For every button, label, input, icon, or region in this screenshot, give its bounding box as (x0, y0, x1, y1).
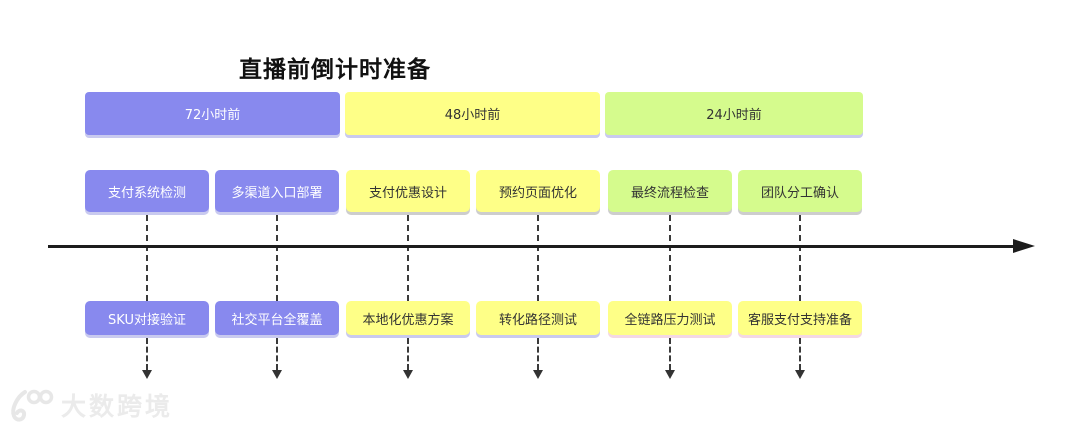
connector-dashed-line (799, 215, 801, 301)
task-box-top: 支付优惠设计 (346, 170, 470, 212)
task-box-bottom: SKU对接验证 (85, 301, 209, 335)
phase-bar: 72小时前 (85, 92, 340, 135)
connector-dashed-line (146, 215, 148, 301)
task-box-top: 最终流程检查 (608, 170, 732, 212)
connector-dashed-line (799, 338, 801, 370)
phase-bar: 48小时前 (345, 92, 600, 135)
connector-dashed-line (407, 338, 409, 370)
task-box-top: 多渠道入口部署 (215, 170, 339, 212)
page-title: 直播前倒计时准备 (239, 57, 431, 83)
task-box-bottom: 全链路压力测试 (608, 301, 732, 335)
task-box-bottom: 社交平台全覆盖 (215, 301, 339, 335)
task-box-top: 预约页面优化 (476, 170, 600, 212)
watermark-brand-text: 大数跨境 (61, 392, 174, 421)
brand-logo-icon (11, 389, 54, 422)
connector-dashed-line (537, 338, 539, 370)
connector-dashed-line (669, 338, 671, 370)
connector-dashed-line (537, 215, 539, 301)
timeline-axis (48, 245, 1015, 248)
connector-dashed-line (669, 215, 671, 301)
connector-arrowhead-icon (272, 370, 282, 379)
timeline-arrowhead-icon (1013, 239, 1035, 253)
connector-dashed-line (276, 338, 278, 370)
task-box-top: 支付系统检测 (85, 170, 209, 212)
connector-dashed-line (146, 338, 148, 370)
connector-arrowhead-icon (403, 370, 413, 379)
task-box-top: 团队分工确认 (738, 170, 862, 212)
connector-arrowhead-icon (142, 370, 152, 379)
connector-dashed-line (276, 215, 278, 301)
connector-arrowhead-icon (795, 370, 805, 379)
connector-dashed-line (407, 215, 409, 301)
task-box-bottom: 转化路径测试 (476, 301, 600, 335)
phase-bar: 24小时前 (605, 92, 863, 135)
connector-arrowhead-icon (665, 370, 675, 379)
watermark: 大数跨境 (8, 387, 173, 423)
task-box-bottom: 本地化优惠方案 (346, 301, 470, 335)
connector-arrowhead-icon (533, 370, 543, 379)
task-box-bottom: 客服支付支持准备 (738, 301, 862, 335)
